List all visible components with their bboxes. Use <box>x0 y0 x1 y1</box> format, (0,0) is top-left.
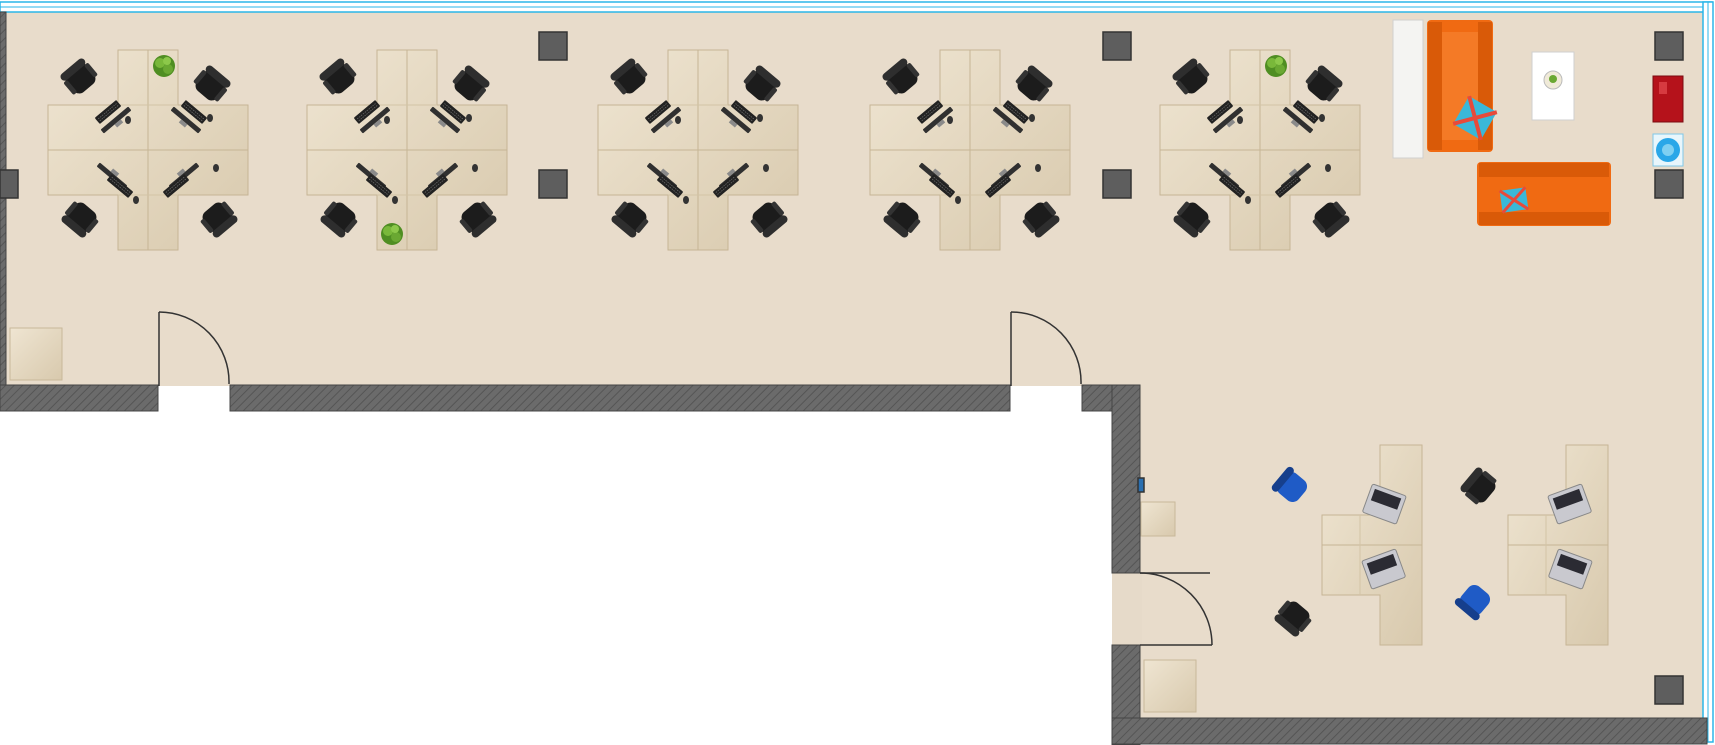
door-1[interactable] <box>158 311 230 386</box>
door-2[interactable] <box>1010 311 1082 386</box>
wall-bottom-left <box>0 384 159 412</box>
mouse <box>466 114 472 122</box>
mouse <box>207 114 213 122</box>
mouse <box>1237 116 1243 124</box>
mouse <box>947 116 953 124</box>
column <box>1654 675 1684 705</box>
pillow <box>1452 95 1498 141</box>
door-3[interactable] <box>1139 572 1213 646</box>
mouse <box>1325 164 1331 172</box>
mouse <box>133 196 139 204</box>
column <box>1102 169 1132 199</box>
mouse <box>675 116 681 124</box>
mouse <box>125 116 131 124</box>
mouse <box>1319 114 1325 122</box>
pillow <box>1498 186 1530 214</box>
mouse <box>1245 196 1251 204</box>
columns <box>0 31 1684 705</box>
potted-plant <box>153 55 175 77</box>
laptop <box>1548 548 1593 590</box>
wall-left-lower <box>0 197 7 389</box>
blue-office-chair <box>1454 584 1491 621</box>
side-table <box>1140 501 1176 537</box>
mouse <box>757 114 763 122</box>
wall-bottom-right <box>1111 717 1708 745</box>
workstation-clusters <box>47 49 1361 251</box>
walls <box>0 11 1708 745</box>
wall-hall-left-upper <box>1111 384 1141 574</box>
water-cooler <box>1652 133 1684 167</box>
mouse <box>955 196 961 204</box>
column <box>1654 31 1684 61</box>
red-cabinet <box>1652 75 1684 123</box>
potted-plant <box>1265 55 1287 77</box>
lounge-area <box>1392 19 1611 226</box>
column <box>1137 477 1145 493</box>
mouse <box>763 164 769 172</box>
coffee-table <box>1531 51 1575 121</box>
mouse <box>472 164 478 172</box>
laptop <box>1362 483 1407 525</box>
mouse <box>1029 114 1035 122</box>
potted-plant <box>381 223 403 245</box>
mouse <box>683 196 689 204</box>
workstation-cluster <box>306 49 508 251</box>
workstation-cluster <box>597 49 799 251</box>
workstation-cluster <box>869 49 1071 251</box>
mouse <box>392 196 398 204</box>
workstation-cluster <box>1159 49 1361 251</box>
sofa-vertical <box>1427 20 1498 152</box>
column <box>538 169 568 199</box>
workstation-cluster <box>47 49 249 251</box>
sofa-horizontal <box>1477 162 1611 226</box>
blue-office-chair <box>1271 466 1308 503</box>
window-strip-right <box>1702 1 1714 743</box>
mouse <box>213 164 219 172</box>
side-table <box>9 327 63 381</box>
mouse <box>384 116 390 124</box>
side-table <box>1143 659 1197 713</box>
shelf <box>1392 19 1424 159</box>
laptop <box>1361 548 1406 590</box>
wall-bottom-middle <box>229 384 1011 412</box>
column <box>1102 31 1132 61</box>
column <box>538 31 568 61</box>
window-strip-top <box>0 1 1713 13</box>
lower-desk-group <box>1454 444 1609 646</box>
laptop <box>1547 483 1592 525</box>
lower-desks <box>1271 444 1609 646</box>
lower-desk-group <box>1271 444 1423 646</box>
mouse <box>1035 164 1041 172</box>
column <box>1654 169 1684 199</box>
column <box>0 169 19 199</box>
wall-left-upper <box>0 11 7 171</box>
